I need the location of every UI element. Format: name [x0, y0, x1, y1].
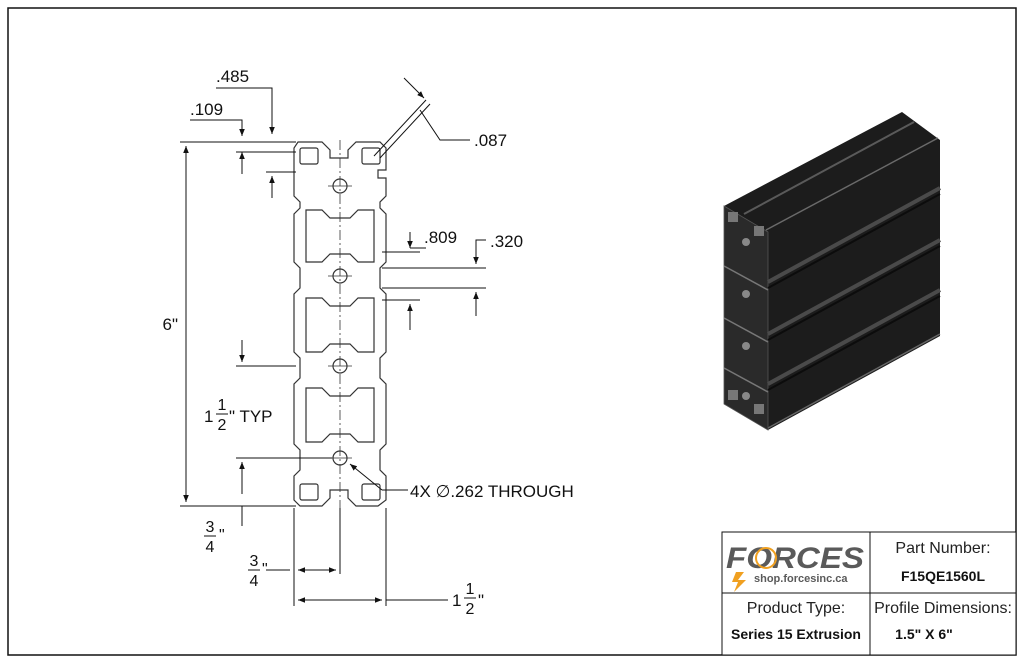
- lightning-icon: [732, 572, 746, 592]
- typ-denominator: 2: [218, 417, 227, 434]
- corner-slot-bottom-right: [361, 483, 381, 501]
- mid34-suffix: ": [262, 561, 268, 578]
- dimension-text: .485 .109 .087 .809 .320 6" 1 1 2 " TYP …: [163, 67, 574, 618]
- sheet-border: [7, 7, 1017, 656]
- left34-denominator: 4: [206, 539, 215, 556]
- logo-text: FORCES: [726, 542, 864, 575]
- dim-three-quarter-mid: 3 4 ": [248, 553, 268, 590]
- profile-dimensions-value: 1.5" X 6": [895, 626, 953, 642]
- dim-three-quarter-left: 3 4 ": [204, 519, 225, 556]
- dim-485: .485: [216, 67, 249, 86]
- typ-numerator: 1: [218, 397, 227, 414]
- corner-slot-bottom-left: [299, 483, 319, 501]
- width-numerator: 1: [466, 581, 475, 598]
- extrusion-3d-view: [723, 112, 941, 431]
- typ-suffix: " TYP: [229, 407, 273, 426]
- profile-dimensions-label: Profile Dimensions:: [874, 600, 1012, 617]
- logo-url: shop.forcesinc.ca: [754, 573, 848, 585]
- hole-callout: 4X ∅.262 THROUGH: [410, 482, 574, 501]
- corner-slot-top-right: [361, 147, 381, 165]
- part-number-label: Part Number:: [895, 540, 990, 557]
- typ-whole: 1: [204, 407, 213, 426]
- product-type-value: Series 15 Extrusion: [731, 626, 861, 642]
- product-type-label: Product Type:: [747, 600, 845, 617]
- mid34-numerator: 3: [250, 553, 259, 570]
- left34-numerator: 3: [206, 519, 215, 536]
- profile-cross-section: [293, 140, 387, 508]
- cavity-1: [305, 209, 375, 263]
- dim-809: .809: [424, 228, 457, 247]
- left34-suffix: ": [219, 527, 225, 544]
- dim-109: .109: [190, 100, 223, 119]
- dim-width: 1 1 2 ": [452, 581, 484, 618]
- corner-slot-top-left: [299, 147, 319, 165]
- title-block: FORCES shop.forcesinc.ca Part Number: F1…: [721, 531, 1017, 656]
- dim-320: .320: [490, 232, 523, 251]
- width-suffix: ": [478, 591, 484, 610]
- cavity-2: [305, 297, 375, 353]
- width-denominator: 2: [466, 601, 475, 618]
- profile-outline: [293, 141, 387, 507]
- part-number-value: F15QE1560L: [901, 568, 985, 584]
- cavity-3: [305, 387, 375, 443]
- mid34-denominator: 4: [250, 573, 259, 590]
- forces-logo: FORCES shop.forcesinc.ca: [726, 542, 864, 592]
- width-whole: 1: [452, 591, 461, 610]
- dim-6-inch: 6": [163, 315, 179, 334]
- dim-typ-spacing: 1 1 2 " TYP: [204, 397, 273, 434]
- dim-087: .087: [474, 131, 507, 150]
- dimension-lines: [180, 77, 486, 606]
